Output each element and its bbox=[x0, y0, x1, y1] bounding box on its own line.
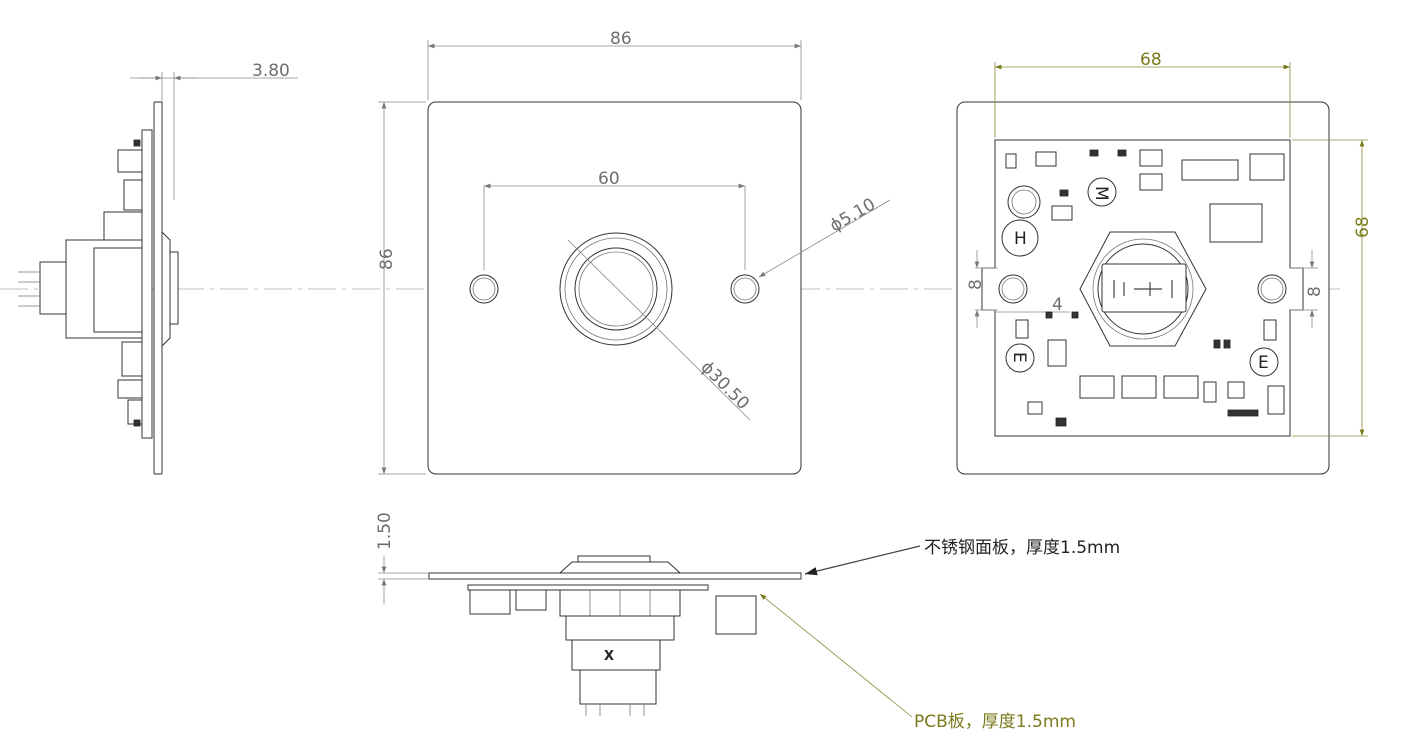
front-height-label: 86 bbox=[377, 248, 397, 270]
hole-offset-left-label: 8 bbox=[966, 279, 986, 290]
hole-offset-right-label: 8 bbox=[1305, 286, 1325, 297]
mounting-hole-right bbox=[730, 274, 760, 304]
pcb-component-m-top: M bbox=[1091, 186, 1111, 201]
panel-thickness-label: 1.50 bbox=[375, 512, 395, 550]
side-thickness-label: 3.80 bbox=[252, 61, 290, 81]
back-width-label: 68 bbox=[1140, 50, 1162, 70]
front-view: 86 86 60 ϕ5.10 ϕ30.50 bbox=[377, 29, 891, 475]
back-hole-right bbox=[1257, 274, 1287, 304]
pcb-note: PCB板，厚度1.5mm bbox=[914, 712, 1076, 732]
pcb-component-e-left: E bbox=[1009, 352, 1029, 363]
brand-mark: X bbox=[604, 649, 614, 664]
back-view: 68 68 8 4 8 bbox=[956, 50, 1373, 475]
hole-offset-small-label: 4 bbox=[1052, 295, 1063, 315]
bottom-view: 1.50 X 不锈钢面板，厚度1.5mm PCB板，厚度1.5mm bbox=[375, 512, 1120, 732]
hole-diameter-label: ϕ5.10 bbox=[827, 194, 880, 236]
back-hole-left bbox=[998, 274, 1028, 304]
button-cap bbox=[574, 247, 658, 331]
hole-spacing-label: 60 bbox=[598, 169, 620, 189]
front-width-label: 86 bbox=[610, 29, 632, 49]
back-height-label: 68 bbox=[1353, 216, 1373, 238]
mounting-hole-left bbox=[469, 274, 499, 304]
pcb-component-h: H bbox=[1014, 229, 1027, 249]
bottom-panel-plate bbox=[428, 572, 802, 580]
side-view: 3.80 bbox=[18, 61, 298, 475]
pcb-component-e-right: E bbox=[1258, 353, 1269, 373]
panel-note: 不锈钢面板，厚度1.5mm bbox=[924, 538, 1120, 558]
